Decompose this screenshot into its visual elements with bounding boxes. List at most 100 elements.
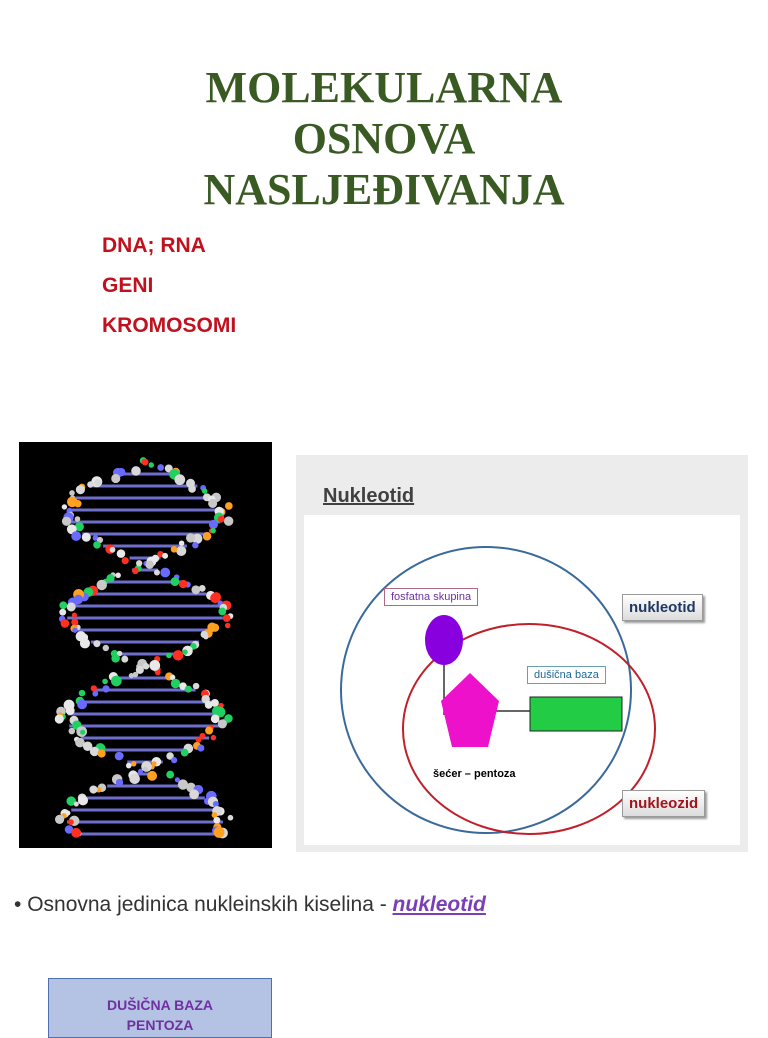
helix-atom [92,690,99,697]
helix-atom [157,550,164,558]
helix-atom [218,607,227,616]
helix-atom [171,757,178,764]
helix-atom [217,719,227,729]
helix-atom [153,569,160,576]
helix-atom [174,474,186,486]
helix-atom [114,751,124,761]
helix-atom [121,557,129,565]
helix-atom [75,737,85,748]
helix-atom [67,496,78,508]
helix-atom [202,531,212,541]
helix-atom [211,812,218,818]
helix-atom [74,516,81,522]
helix-atom [97,749,106,758]
diagram-shapes [340,546,656,835]
bullet-icon: • [14,893,28,916]
box-line-base: DUŠIČNA BAZA [106,997,214,1013]
helix-atom [71,531,82,541]
helix-atom [176,545,187,557]
nucleotide-diagram: Nukleotid fosfatna skupina dušična baza … [296,455,748,852]
helix-atom [102,644,110,652]
helix-atom [71,827,82,838]
topic-kromosomi: KROMOSOMI [102,314,237,337]
helix-atom [210,593,221,604]
helix-atom [72,627,78,633]
label-sugar: šećer – pentoza [433,768,516,780]
nitrogenous-base-shape [529,696,623,732]
helix-atom [94,479,102,487]
helix-atom [121,655,129,663]
helix-atom [109,546,116,553]
helix-atom [217,515,225,523]
helix-atom [179,579,188,589]
diagram-heading: Nukleotid [323,485,415,507]
helix-atom [170,577,180,586]
helix-atom [89,785,98,794]
helix-atom [145,560,154,569]
phosphate-group-shape [425,615,463,665]
helix-atom [197,744,205,752]
helix-atom [93,640,101,648]
helix-atom [210,734,217,741]
pentose-sugar-shape [441,673,499,747]
box-line-pentose: PENTOZA [126,1017,194,1033]
helix-atom [110,675,122,687]
helix-atom [224,622,231,629]
helix-atom [157,464,165,471]
page-title: MOLEKULARNA OSNOVA NASLJEĐIVANJA [0,62,768,215]
nucleotide-outer-circle [340,546,632,834]
helix-atom [82,741,93,752]
helix-atom [74,522,84,532]
helix-atom [166,752,174,760]
helix-atom [102,678,108,685]
helix-atom [141,458,149,466]
title-line-2: OSNOVA [292,114,476,163]
helix-atom [198,585,206,592]
label-base: dušična baza [527,666,606,684]
helix-atom [111,473,121,484]
helix-atom [128,673,134,679]
nucleotide-link[interactable]: nukleotid [392,893,486,916]
helix-atom [208,498,218,509]
helix-atom [131,761,137,767]
helix-atom [166,652,172,659]
helix-atom [132,567,139,575]
component-box: DUŠIČNA BAZA PENTOZA [48,978,272,1038]
helix-atom [201,488,208,494]
helix-atom [205,726,214,735]
title-line-1: MOLEKULARNA [205,63,563,112]
helix-atom [208,519,218,529]
helix-atom [66,602,76,612]
helix-atom [222,614,231,623]
helix-atom [66,796,76,806]
helix-atom [77,699,88,710]
helix-atom [78,689,86,697]
helix-atom [189,789,200,800]
helix-atom [195,737,202,743]
helix-atom [192,542,199,549]
helix-atom [73,801,79,807]
helix-atom [142,766,148,772]
helix-atom [149,660,161,671]
helix-atom [147,770,158,781]
helix-atom [59,601,68,610]
helix-atom [162,552,169,559]
helix-atom [180,748,189,757]
helix-atom [129,773,140,785]
helix-atom [131,466,141,476]
helix-atom [96,579,107,591]
tag-nucleoside: nukleozid [622,790,706,817]
helix-atom [223,516,234,526]
helix-atom [116,650,123,657]
helix-atom [61,516,72,526]
helix-atom [54,714,64,724]
helix-atom [75,485,85,495]
helix-atom [213,826,225,838]
helix-atom [79,638,91,649]
topic-geni: GENI [102,274,154,297]
helix-atom [148,462,154,468]
helix-atom [102,685,110,693]
topic-dna-rna: DNA; RNA [102,234,206,257]
helix-atom [170,678,181,689]
helix-atom [71,618,79,626]
